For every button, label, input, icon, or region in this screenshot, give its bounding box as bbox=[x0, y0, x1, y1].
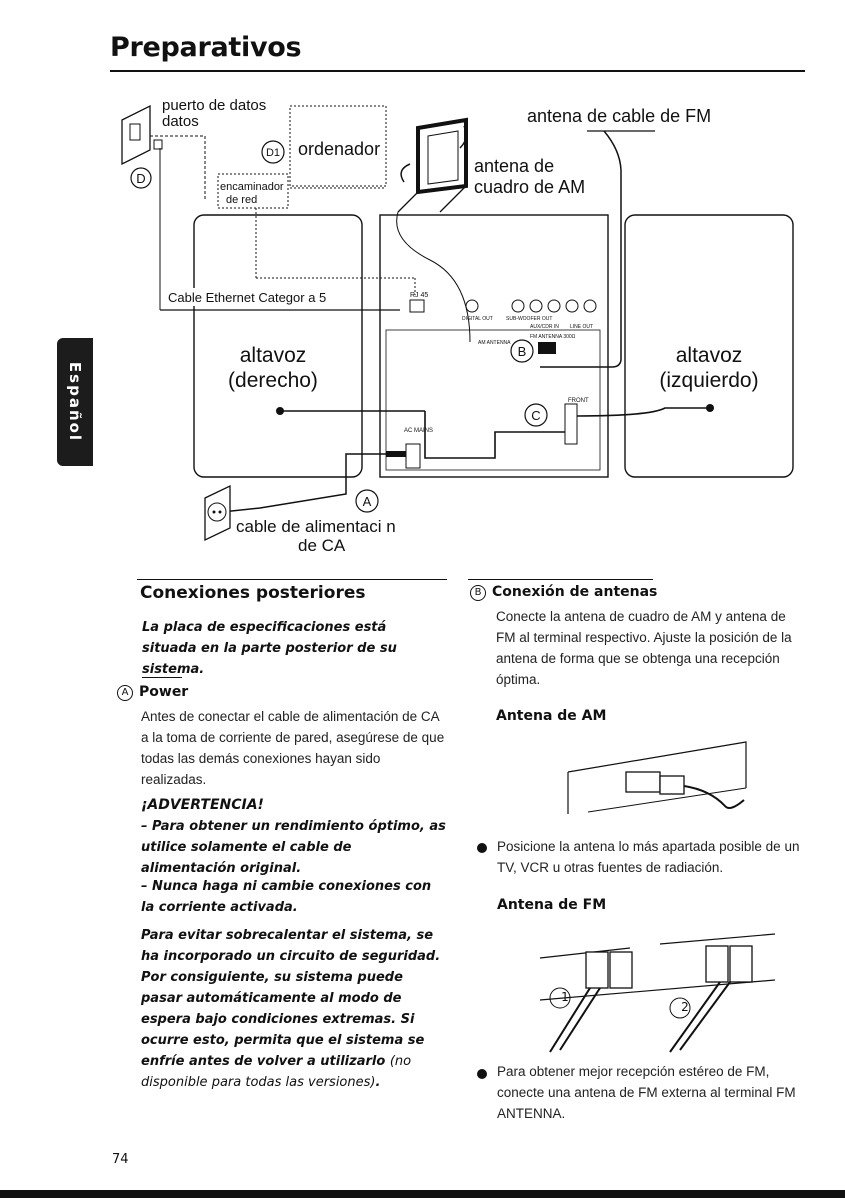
safety-note: (no disponible para todas las versiones) bbox=[141, 1054, 412, 1090]
left-heading-rule bbox=[137, 579, 447, 580]
speaker-terminals bbox=[564, 403, 578, 445]
data-port-label: puerto de datos bbox=[162, 97, 266, 114]
fm-terminal bbox=[538, 342, 556, 354]
fm-bullet-dot bbox=[477, 1069, 487, 1079]
data-port-label-2: datos bbox=[162, 113, 199, 130]
connection-diagram: puerto de datos datos D D1 ordenador enc… bbox=[121, 97, 794, 555]
fm-step-1: 1 bbox=[561, 990, 569, 1004]
right-speaker-label-2: (derecho) bbox=[228, 369, 318, 392]
bottom-bar bbox=[0, 1190, 845, 1198]
computer-label: ordenador bbox=[298, 139, 380, 159]
safety-bold: Para evitar sobrecalentar el sistema, se… bbox=[141, 928, 441, 1069]
callout-d-circle bbox=[130, 167, 152, 189]
callout-d: D bbox=[136, 171, 145, 186]
router-label: encaminador bbox=[220, 181, 284, 193]
antenna-marker: B bbox=[470, 585, 486, 601]
left-speaker bbox=[624, 214, 794, 478]
data-port-icon bbox=[121, 104, 163, 166]
fm-antenna-illustration bbox=[539, 933, 776, 1053]
front-label: FRONT bbox=[568, 398, 589, 404]
am-antenna-illustration bbox=[567, 741, 747, 814]
power-marker: A bbox=[117, 685, 133, 701]
warning-title: ¡ADVERTENCIA! bbox=[141, 797, 264, 813]
left-speaker-label: altavoz bbox=[676, 344, 743, 367]
callout-c-circle bbox=[524, 403, 548, 427]
rj45-label: RJ 45 bbox=[410, 292, 428, 299]
safety-end: . bbox=[375, 1075, 381, 1090]
right-speaker bbox=[193, 214, 363, 478]
fm-step-2: 2 bbox=[681, 1000, 689, 1014]
fm-bullet-text: Para obtener mejor recepción estéreo de … bbox=[497, 1064, 796, 1121]
warning-2: – Nunca haga ni cambie conexiones con la… bbox=[141, 879, 432, 915]
page-title: Preparativos bbox=[110, 32, 302, 63]
am-antenna-label: antena de bbox=[474, 156, 554, 176]
power-heading: A Power bbox=[117, 684, 188, 701]
computer-box bbox=[289, 105, 387, 187]
ac-mains-socket bbox=[405, 443, 421, 469]
right-heading-rule bbox=[468, 579, 653, 580]
line-out-label: LINE OUT bbox=[570, 324, 593, 330]
ethernet-cable-label: Cable Ethernet Categor a 5 bbox=[168, 290, 326, 305]
fm-antenna-terminal-label: FM ANTENNA 300Ω bbox=[530, 334, 576, 340]
power-cable-label-2: de CA bbox=[298, 536, 346, 555]
safety-text: Para evitar sobrecalentar el sistema, se… bbox=[141, 925, 446, 1093]
main-unit-rear-panel bbox=[379, 214, 609, 478]
callout-b: B bbox=[518, 344, 527, 359]
warning-1: – Para obtener un rendimiento óptimo, as… bbox=[141, 819, 446, 876]
language-tab: Español bbox=[57, 338, 93, 466]
callout-d1-circle bbox=[261, 140, 285, 164]
callout-d1: D1 bbox=[266, 147, 280, 159]
subwoofer-label: SUB-WOOFER OUT bbox=[506, 316, 552, 322]
left-speaker-label-2: (izquierdo) bbox=[659, 369, 758, 392]
power-text: Antes de conectar el cable de alimentaci… bbox=[141, 709, 445, 787]
am-bullet-dot bbox=[477, 843, 487, 853]
callout-a-circle bbox=[355, 489, 379, 513]
fm-antenna-heading: Antena de FM bbox=[497, 897, 607, 913]
router-label-2: de red bbox=[226, 194, 257, 206]
ac-mains-label: AC MAINS bbox=[404, 428, 433, 434]
title-rule bbox=[110, 70, 805, 72]
callout-c: C bbox=[531, 408, 540, 423]
digital-out-label: DIGITAL OUT bbox=[462, 316, 493, 322]
short-rule bbox=[142, 677, 182, 678]
aux-cdr-label: AUX/CDR IN bbox=[530, 324, 559, 330]
am-bullet-text: Posicione la antena lo más apartada posi… bbox=[497, 839, 800, 875]
spec-plate-note: La placa de especificaciones está situad… bbox=[142, 620, 397, 677]
am-antenna-terminal-label: AM ANTENNA bbox=[478, 340, 511, 346]
right-speaker-label: altavoz bbox=[240, 344, 307, 367]
antenna-title: Conexión de antenas bbox=[492, 584, 658, 600]
antenna-heading: B Conexión de antenas bbox=[470, 584, 657, 601]
power-title: Power bbox=[139, 684, 189, 700]
power-cable-label: cable de alimentaci n bbox=[236, 517, 396, 536]
section-heading-rear-connections: Conexiones posteriores bbox=[140, 583, 366, 603]
antenna-text: Conecte la antena de cuadro de AM y ante… bbox=[496, 609, 792, 687]
callout-b-circle bbox=[510, 339, 534, 363]
rj45-port bbox=[409, 299, 425, 313]
rear-jacks bbox=[465, 299, 597, 313]
fm-antenna-label: antena de cable de FM bbox=[527, 106, 711, 126]
am-antenna-heading: Antena de AM bbox=[496, 708, 607, 724]
am-loop-antenna-icon bbox=[397, 117, 468, 213]
callout-a: A bbox=[363, 494, 372, 509]
page-number: 74 bbox=[112, 1152, 129, 1167]
wall-socket-icon bbox=[204, 484, 231, 542]
am-antenna-label-2: cuadro de AM bbox=[474, 177, 585, 197]
